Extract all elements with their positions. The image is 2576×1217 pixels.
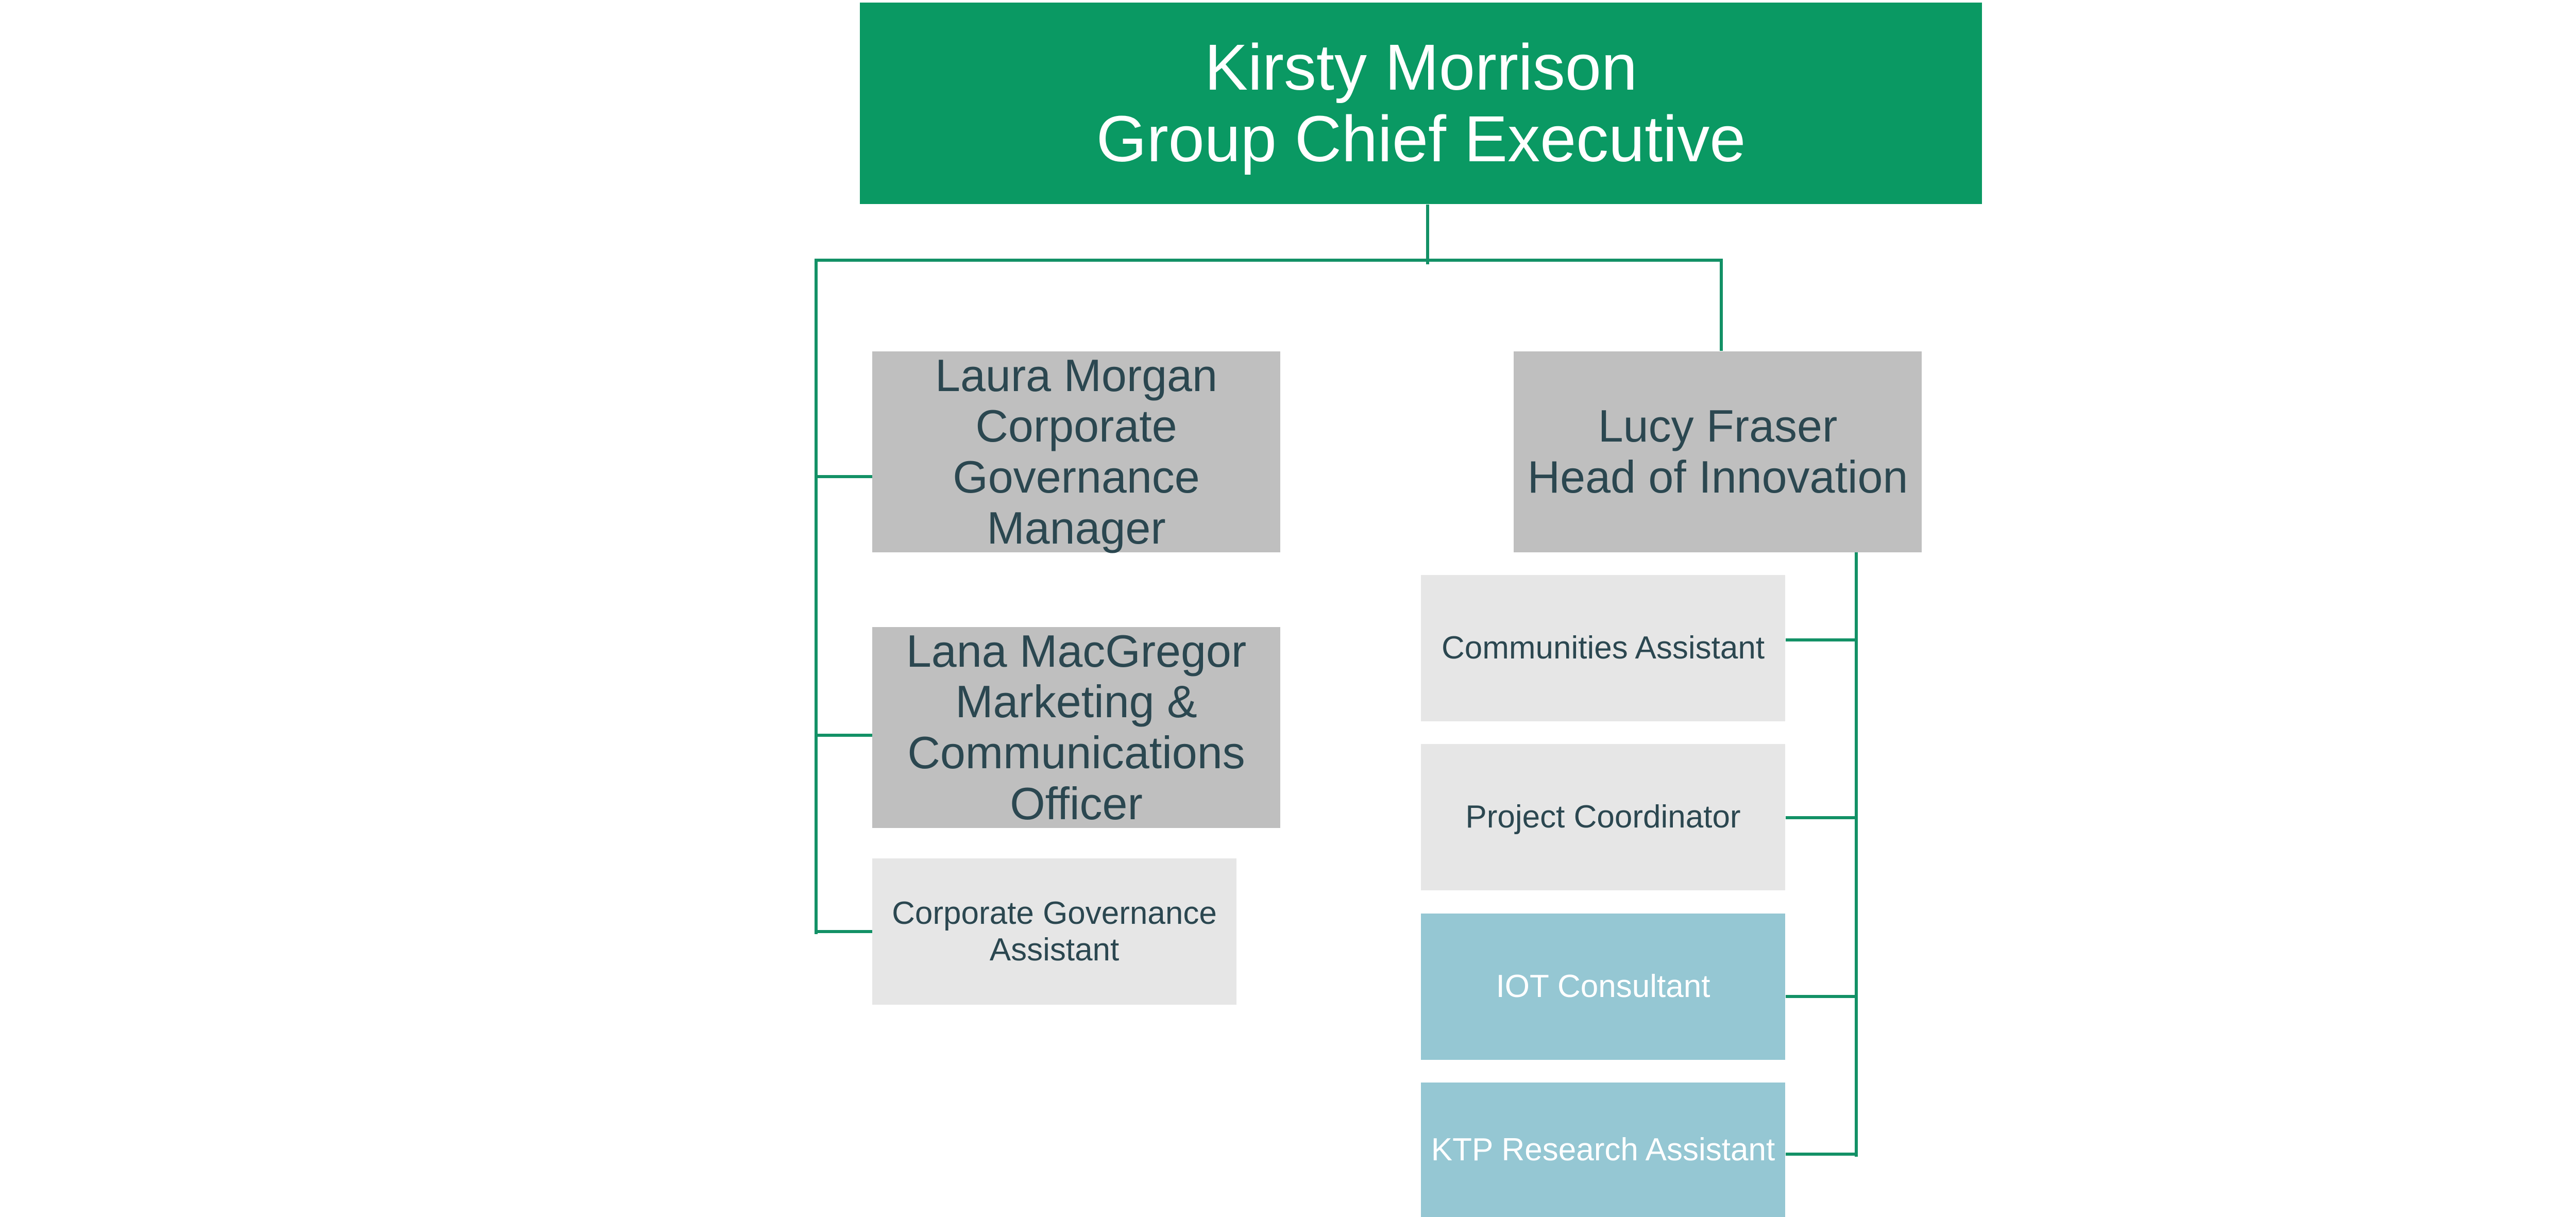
- node-laura-morgan: Laura Morgan Corporate Governance Manage…: [872, 349, 1280, 553]
- lana-macgregor-name: Lana MacGregor: [906, 625, 1247, 677]
- node-corporate-governance-assistant: Corporate Governance Assistant: [872, 858, 1236, 1005]
- node-iot-consultant: IOT Consultant: [1421, 914, 1785, 1060]
- lana-macgregor-role-line1: Marketing &: [955, 676, 1197, 728]
- corporate-governance-assistant-line2: Assistant: [989, 932, 1120, 968]
- laura-morgan-name: Laura Morgan: [935, 349, 1217, 401]
- executive-role: Group Chief Executive: [1096, 102, 1746, 175]
- communities-assistant-label: Communities Assistant: [1441, 630, 1765, 666]
- node-ktp-research-assistant: KTP Research Assistant: [1421, 1083, 1785, 1217]
- lucy-fraser-role: Head of Innovation: [1527, 451, 1908, 502]
- ktp-research-assistant-label: KTP Research Assistant: [1431, 1131, 1775, 1168]
- node-communities-assistant: Communities Assistant: [1421, 575, 1785, 721]
- lucy-fraser-name: Lucy Fraser: [1598, 400, 1838, 452]
- laura-morgan-role-line3: Manager: [987, 502, 1166, 553]
- project-coordinator-label: Project Coordinator: [1465, 799, 1741, 835]
- iot-consultant-label: IOT Consultant: [1496, 969, 1710, 1005]
- lana-macgregor-role-line3: Officer: [1010, 777, 1143, 829]
- lana-macgregor-role-line2: Communications: [907, 727, 1245, 778]
- node-executive: Kirsty Morrison Group Chief Executive: [860, 3, 1982, 204]
- node-project-coordinator: Project Coordinator: [1421, 744, 1785, 890]
- corporate-governance-assistant-line1: Corporate Governance: [892, 895, 1217, 931]
- laura-morgan-role-line1: Corporate: [975, 400, 1177, 452]
- laura-morgan-role-line2: Governance: [953, 451, 1200, 502]
- node-lucy-fraser: Lucy Fraser Head of Innovation: [1514, 351, 1922, 552]
- node-lana-macgregor: Lana MacGregor Marketing & Communication…: [872, 625, 1280, 829]
- executive-name: Kirsty Morrison: [1204, 30, 1638, 104]
